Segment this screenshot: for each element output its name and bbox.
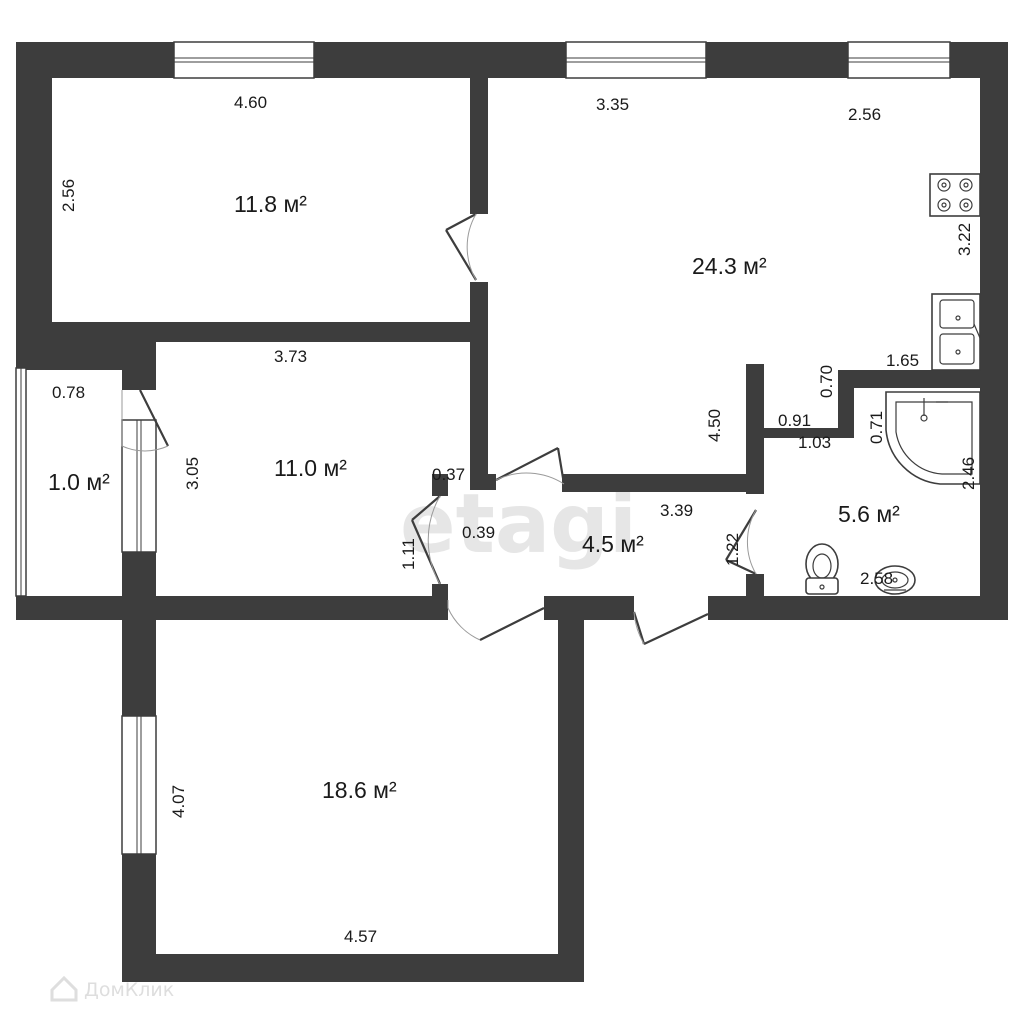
dim-bottom-room-height: 4.07 [169, 785, 188, 818]
dim-bathtub: 0.71 [867, 411, 886, 444]
dim-kitchen-width-b: 2.56 [848, 105, 881, 124]
dim-bathroom-width: 1.03 [798, 433, 831, 452]
area-top-left-room: 11.8 м² [234, 191, 307, 217]
dim-kitchen-side: 3.22 [955, 223, 974, 256]
bathtub-icon [885, 391, 981, 485]
area-balcony: 1.0 м² [48, 469, 110, 495]
window-top-left [173, 41, 315, 79]
window-top-right [847, 41, 951, 79]
dim-bathroom-height: 2.46 [959, 457, 978, 490]
dim-middle-left-width: 3.73 [274, 347, 307, 366]
washbasin-icon [874, 565, 916, 595]
dim-nook-width: 1.65 [886, 351, 919, 370]
door-entrance [632, 611, 709, 645]
dim-hallway-offset: 0.39 [462, 523, 495, 542]
window-bottom-room [121, 715, 157, 855]
area-hallway: 4.5 м² [582, 531, 644, 557]
dim-balcony-width: 0.78 [52, 383, 85, 402]
door-balcony [121, 389, 169, 452]
toilet-icon [805, 543, 839, 595]
dim-hallway-door-width: 1.22 [723, 533, 742, 566]
door-hallway-bottom [447, 600, 545, 641]
domclick-logo-text: ДомКлик [84, 979, 174, 1001]
dim-kitchen-depth: 4.50 [705, 409, 724, 442]
dim-bottom-room-width: 4.57 [344, 927, 377, 946]
window-balcony-outer [15, 367, 27, 597]
dim-top-left-height: 2.56 [59, 179, 78, 212]
dim-nook-height: 0.70 [817, 365, 836, 398]
dim-nook-depth: 0.91 [778, 411, 811, 430]
dim-middle-left-height: 3.05 [183, 457, 202, 490]
door-top-left-room [445, 213, 477, 281]
domclick-logo: ДомКлик [50, 975, 174, 1002]
dim-middle-left-door-offset: 0.37 [432, 465, 465, 484]
dim-bathroom-bottom: 2.58 [860, 569, 893, 588]
dim-top-left-width: 4.60 [234, 93, 267, 112]
kitchen-sink-icon [931, 293, 981, 371]
dim-kitchen-width-a: 3.35 [596, 95, 629, 114]
area-kitchen-living: 24.3 м² [692, 253, 767, 279]
door-kitchen [495, 447, 566, 485]
door-bathroom [725, 509, 757, 575]
area-bottom-room: 18.6 м² [322, 777, 397, 803]
dim-hallway-width: 3.39 [660, 501, 693, 520]
window-balcony-inner [121, 419, 157, 553]
stove-icon [929, 173, 981, 217]
window-top-middle [565, 41, 707, 79]
area-middle-left-room: 11.0 м² [274, 455, 347, 481]
dim-middle-left-door-width: 1.11 [399, 538, 418, 570]
area-bathroom: 5.6 м² [838, 501, 900, 527]
door-middle-left-room [410, 495, 442, 585]
